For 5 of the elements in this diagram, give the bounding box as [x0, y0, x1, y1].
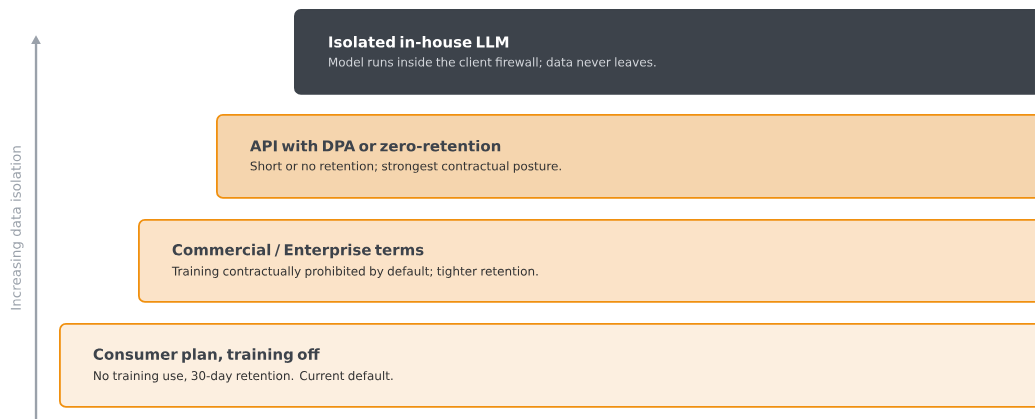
tier-box: Isolated in-house LLM Model runs inside the client firewall; data never leaves.	[294, 9, 1035, 95]
tier-box: Commercial / Enterprise terms Training contractually prohibited by default; tighter retention.	[138, 219, 1035, 303]
axis-label: Increasing data isolation	[10, 146, 24, 310]
tier-box: Consumer plan, training off No training use, 30-day retention. Current default.	[59, 323, 1035, 408]
tier-box: API with DPA or zero-retention Short or no retention; strongest contractual posture.	[216, 114, 1035, 199]
